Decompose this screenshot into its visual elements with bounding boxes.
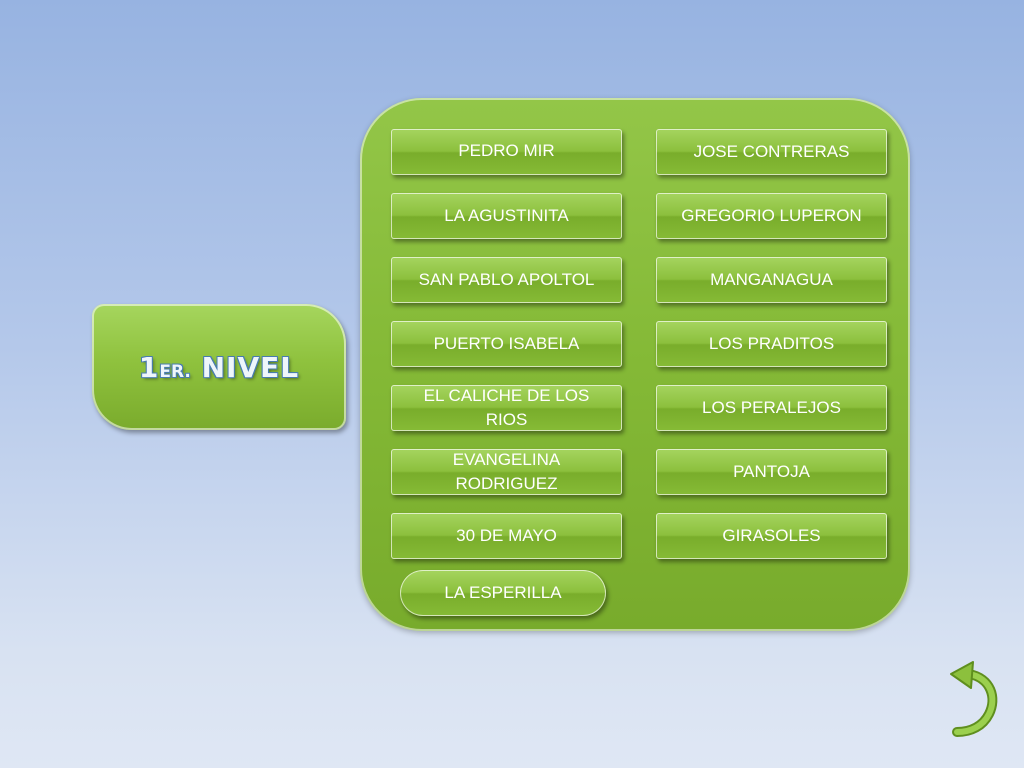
- button-girasoles[interactable]: GIRASOLES: [656, 513, 887, 559]
- level-number: 1: [138, 350, 160, 384]
- button-los-praditos[interactable]: LOS PRADITOS: [656, 321, 887, 367]
- button-label: PUERTO ISABELA: [433, 334, 580, 353]
- button-la-agustinita[interactable]: LA AGUSTINITA: [391, 193, 622, 239]
- button-label: GIRASOLES: [722, 526, 821, 545]
- back-arrow-icon[interactable]: [947, 660, 999, 740]
- button-label: MANGANAGUA: [710, 270, 833, 289]
- button-san-pablo-apoltol[interactable]: SAN PABLO APOLTOL: [391, 257, 622, 303]
- button-label: LA AGUSTINITA: [444, 206, 569, 225]
- button-label: GREGORIO LUPERON: [681, 206, 862, 225]
- button-puerto-isabela[interactable]: PUERTO ISABELA: [391, 321, 622, 367]
- button-jose-contreras[interactable]: JOSE CONTRERAS: [656, 129, 887, 175]
- button-los-peralejos[interactable]: LOS PERALEJOS: [656, 385, 887, 431]
- button-label: LA ESPERILLA: [444, 583, 562, 602]
- button-gregorio-luperon[interactable]: GREGORIO LUPERON: [656, 193, 887, 239]
- level-suffix: ER.: [159, 361, 191, 382]
- level-label: NIVEL: [201, 350, 300, 384]
- button-label: 30 DE MAYO: [456, 526, 557, 545]
- button-pantoja[interactable]: PANTOJA: [656, 449, 887, 495]
- button-la-esperilla[interactable]: LA ESPERILLA: [400, 570, 606, 616]
- button-label: EVANGELINA RODRIGUEZ: [452, 450, 561, 493]
- button-label: EL CALICHE DE LOS RIOS: [423, 386, 590, 429]
- button-evangelina-rodriguez[interactable]: EVANGELINA RODRIGUEZ: [391, 449, 622, 495]
- button-el-caliche-de-los-rios[interactable]: EL CALICHE DE LOS RIOS: [391, 385, 622, 431]
- button-30-de-mayo[interactable]: 30 DE MAYO: [391, 513, 622, 559]
- button-label: JOSE CONTRERAS: [693, 142, 850, 161]
- button-pedro-mir[interactable]: PEDRO MIR: [391, 129, 622, 175]
- button-label: PEDRO MIR: [458, 141, 555, 160]
- level-card: 1ER. NIVEL: [92, 304, 346, 430]
- button-manganagua[interactable]: MANGANAGUA: [656, 257, 887, 303]
- button-label: PANTOJA: [733, 462, 810, 481]
- button-label: SAN PABLO APOLTOL: [418, 270, 595, 289]
- level-title: 1ER. NIVEL: [139, 351, 299, 384]
- button-label: LOS PERALEJOS: [702, 398, 841, 417]
- button-label: LOS PRADITOS: [708, 334, 835, 353]
